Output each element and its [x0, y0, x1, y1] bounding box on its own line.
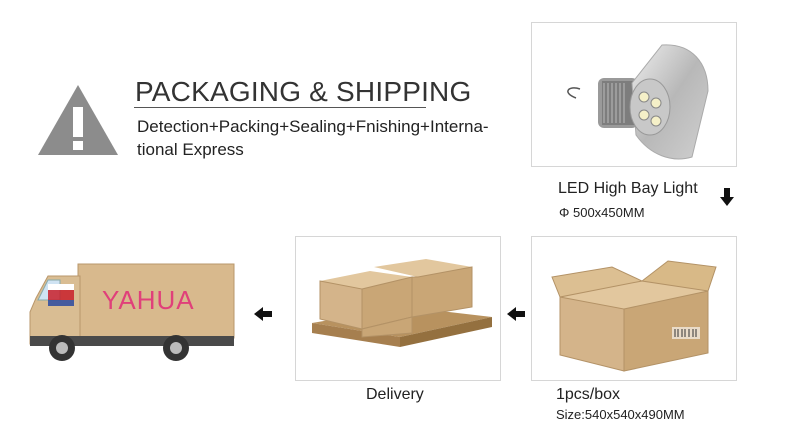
pallet-frame — [295, 236, 501, 381]
process-description: Detection+Packing+Sealing+Fnishing+Inter… — [137, 115, 517, 161]
truck-image — [29, 263, 235, 361]
box-count: 1pcs/box — [556, 386, 621, 403]
product-frame — [531, 22, 737, 167]
product-size: Φ 500x450MM — [559, 205, 645, 220]
page-title: PACKAGING & SHIPPING — [135, 76, 472, 107]
pallet-boxes-image — [312, 259, 492, 347]
title-underline — [134, 107, 426, 108]
warning-icon — [38, 85, 118, 155]
product-name: LED High Bay Light — [558, 180, 698, 197]
carton-box-image — [551, 260, 717, 372]
arrow-left-icon — [507, 307, 525, 321]
truck-brand: YAHUA — [102, 285, 195, 315]
description-line-1: Detection+Packing+Sealing+Fnishing+Inter… — [137, 117, 489, 136]
high-bay-light-image — [567, 44, 709, 160]
arrow-down-icon — [720, 188, 734, 206]
arrow-left-icon — [254, 307, 272, 321]
box-size: Size:540x540x490MM — [556, 407, 685, 422]
box-frame — [531, 236, 737, 381]
delivery-label: Delivery — [366, 386, 424, 403]
description-line-2: tional Express — [137, 140, 244, 159]
